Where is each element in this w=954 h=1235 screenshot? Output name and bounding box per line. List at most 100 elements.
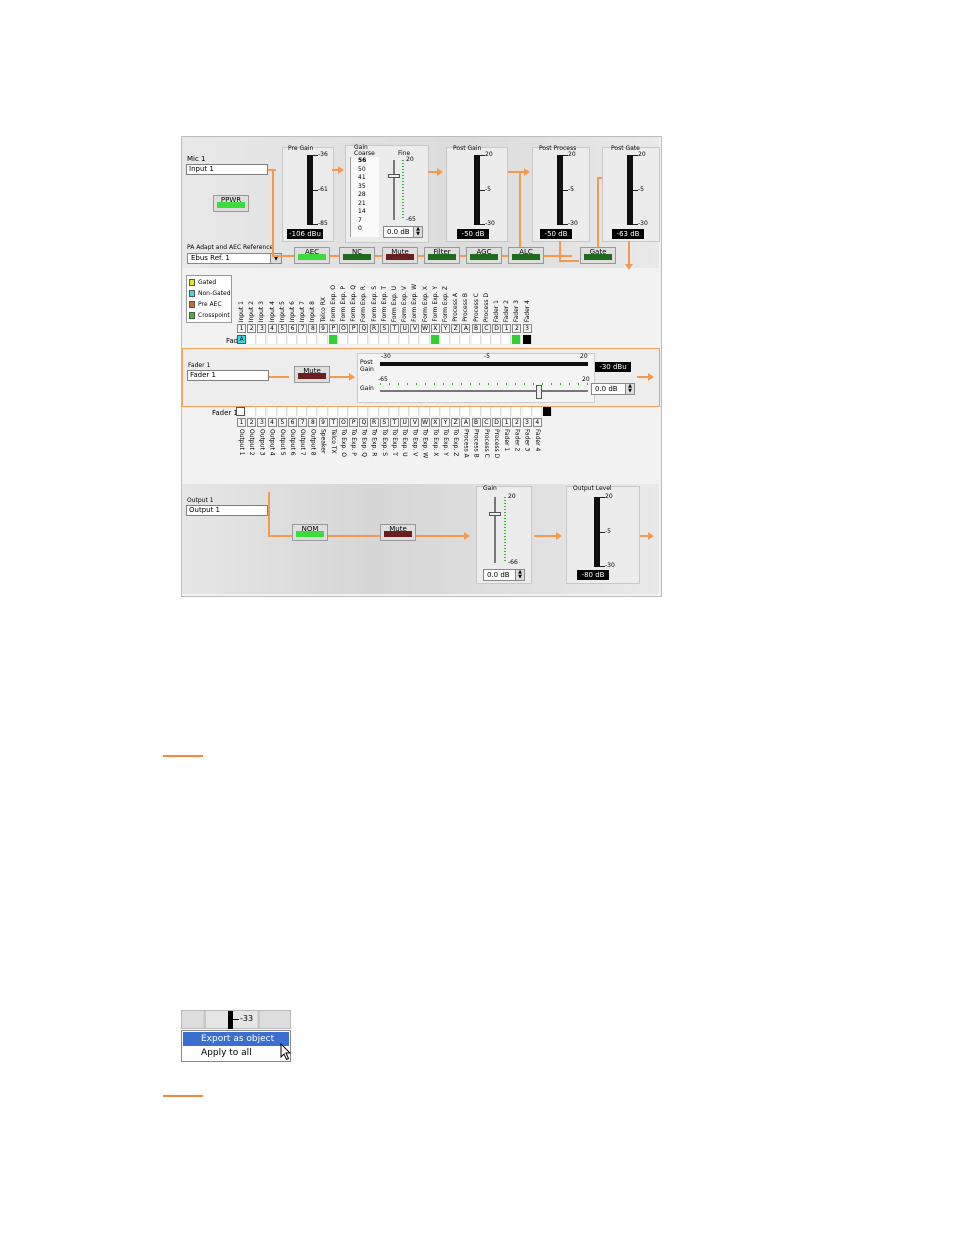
crosspoint-cell[interactable] (543, 407, 552, 416)
spin-arrows-icon[interactable]: ▲▼ (625, 384, 634, 394)
crosspoint-cell[interactable] (461, 407, 471, 416)
crosspoint-cell[interactable] (420, 335, 430, 344)
crosspoint-cell[interactable] (512, 407, 522, 416)
crosspoint-cell[interactable] (492, 335, 501, 344)
crosspoint-cell[interactable] (257, 407, 267, 416)
crosspoint-cell[interactable] (471, 407, 481, 416)
crosspoint-cell[interactable] (512, 335, 522, 344)
crosspoint-cell[interactable] (247, 407, 257, 416)
crosspoint-cell[interactable] (410, 335, 420, 344)
crosspoint-cell[interactable] (288, 335, 297, 344)
fine-fader-knob[interactable] (388, 174, 400, 178)
output-name-field[interactable]: Output 1 (186, 505, 268, 516)
output-gain-knob[interactable] (489, 512, 501, 516)
pre-gain-tick-bottom: -85 (318, 220, 328, 227)
crosspoint-cell[interactable] (502, 335, 512, 344)
mic-name-field[interactable]: Input 1 (186, 164, 268, 175)
coarse-value[interactable]: 28 (358, 191, 366, 198)
crosspoint-cell[interactable] (277, 407, 287, 416)
crosspoint-cell[interactable] (339, 335, 348, 344)
crosspoint-cell[interactable] (257, 335, 267, 344)
fine-value-stepper[interactable]: 0.0 dB ▲▼ (383, 226, 423, 238)
crosspoint-cell[interactable] (390, 335, 399, 344)
crosspoint-cell[interactable] (379, 335, 389, 344)
crosspoint-cell[interactable] (318, 335, 328, 344)
crosspoint-cell[interactable] (267, 335, 277, 344)
crosspoint-cell[interactable]: A (237, 335, 246, 344)
crosspoint-cell[interactable] (318, 407, 328, 416)
crosspoint-cell[interactable] (308, 335, 318, 344)
coarse-value[interactable]: 56 (358, 157, 367, 164)
crosspoint-cell[interactable] (298, 407, 308, 416)
filter-button[interactable]: Filter (424, 247, 460, 264)
crosspoint-cell[interactable] (492, 407, 501, 416)
crosspoint-cell[interactable] (369, 407, 379, 416)
output-gain-stepper[interactable]: 0.0 dB ▲▼ (483, 569, 525, 581)
crosspoint-cell[interactable] (328, 335, 338, 344)
crosspoint-cell[interactable] (390, 407, 399, 416)
gate-button[interactable]: Gate (580, 247, 616, 264)
mute-button[interactable]: Mute (382, 247, 418, 264)
menu-item-apply-to-all[interactable]: Apply to all (201, 1048, 252, 1058)
crosspoint-cell[interactable] (359, 335, 369, 344)
coarse-value[interactable]: 0 (358, 225, 362, 232)
crosspoint-cell[interactable] (471, 335, 481, 344)
crosspoint-cell[interactable] (430, 407, 440, 416)
crosspoint-cell[interactable] (379, 407, 389, 416)
gain-fader-knob[interactable] (536, 385, 542, 399)
crosspoint-cell[interactable] (441, 407, 450, 416)
coarse-value[interactable]: 7 (358, 216, 362, 224)
coarse-value[interactable]: 14 (358, 208, 366, 215)
coarse-value[interactable]: 41 (358, 174, 366, 181)
bottom-id-cell: 2 (247, 418, 257, 427)
fader-name-field[interactable]: Fader 1 (187, 370, 269, 381)
spin-arrows-icon[interactable]: ▲▼ (515, 570, 524, 580)
coarse-value[interactable]: 50 (358, 165, 366, 173)
crosspoint-cell[interactable] (451, 407, 461, 416)
crosspoint-cell[interactable] (451, 335, 461, 344)
crosspoint-cell[interactable] (400, 407, 410, 416)
alc-button[interactable]: ALC (508, 247, 544, 264)
crosspoint-cell[interactable] (532, 407, 542, 416)
crosspoint-cell[interactable] (410, 407, 420, 416)
aec-button[interactable]: AEC (294, 247, 330, 264)
ppwr-button[interactable]: PPWR (213, 195, 249, 212)
crosspoint-cell[interactable] (267, 407, 277, 416)
arrow-down-icon (625, 264, 633, 270)
nc-button[interactable]: NC (339, 247, 375, 264)
coarse-value[interactable]: 35 (358, 182, 366, 190)
spin-arrows-icon[interactable]: ▲▼ (413, 227, 422, 237)
crosspoint-cell[interactable] (522, 335, 532, 344)
crosspoint-cell[interactable] (339, 407, 348, 416)
fader-gain-stepper[interactable]: 0.0 dB ▲▼ (591, 383, 635, 395)
top-id-cell: 3 (522, 324, 532, 333)
crosspoint-cell[interactable] (420, 407, 430, 416)
crosspoint-cell[interactable] (277, 335, 287, 344)
crosspoint-cell[interactable] (247, 335, 257, 344)
crosspoint-cell[interactable] (236, 407, 245, 416)
aec-ref-select[interactable]: Ebus Ref. 1 ▼ (187, 253, 282, 264)
fader-mute-button[interactable]: Mute (294, 366, 330, 383)
crosspoint-cell[interactable] (298, 335, 308, 344)
output-mute-button[interactable]: Mute (380, 524, 416, 541)
agc-button[interactable]: AGC (466, 247, 502, 264)
crosspoint-cell[interactable] (328, 407, 338, 416)
crosspoint-cell[interactable] (481, 407, 491, 416)
menu-item-export-as-object[interactable]: Export as object (183, 1032, 289, 1046)
crosspoint-cell[interactable] (502, 407, 512, 416)
nom-button[interactable]: NOM (292, 524, 328, 541)
crosspoint-cell[interactable] (369, 335, 379, 344)
crosspoint-cell[interactable] (308, 407, 318, 416)
crosspoint-cell[interactable] (359, 407, 369, 416)
coarse-value[interactable]: 21 (358, 199, 366, 207)
crosspoint-cell[interactable] (288, 407, 297, 416)
crosspoint-cell[interactable] (481, 335, 491, 344)
crosspoint-cell[interactable] (461, 335, 471, 344)
crosspoint-cell[interactable] (349, 335, 359, 344)
chevron-down-icon[interactable]: ▼ (270, 254, 281, 263)
crosspoint-cell[interactable] (430, 335, 440, 344)
crosspoint-cell[interactable] (522, 407, 532, 416)
crosspoint-cell[interactable] (400, 335, 410, 344)
crosspoint-cell[interactable] (349, 407, 359, 416)
crosspoint-cell[interactable] (441, 335, 450, 344)
